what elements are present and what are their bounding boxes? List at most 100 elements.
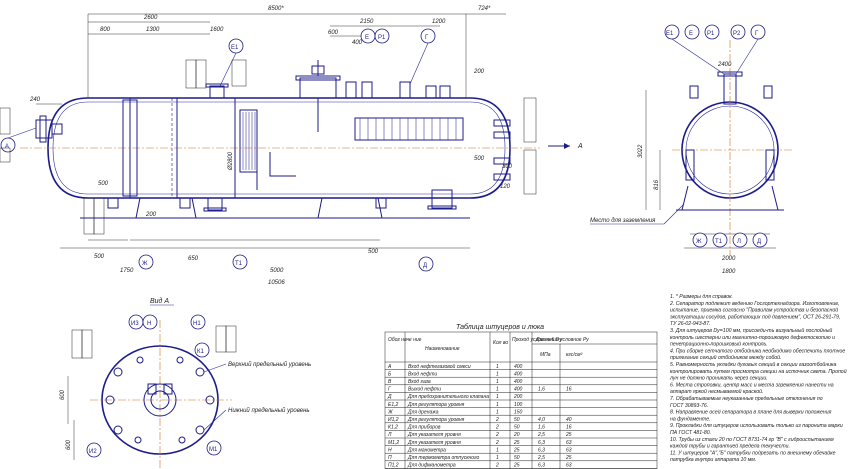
note-line: аппарат яркой несмываемой краской.	[670, 388, 763, 395]
table-cell: М1,2	[388, 440, 399, 446]
table-cell: 2	[495, 425, 499, 431]
table-cell: А	[387, 364, 392, 370]
side-bubble-e: Е	[689, 31, 693, 37]
dim-1300: 1300	[146, 27, 160, 33]
table-cell: 50	[514, 455, 520, 461]
note-line: прилегание секций отбойников между собой…	[670, 354, 782, 361]
table-cell: 2	[495, 463, 499, 469]
level-high: Верхний предельный уровень	[228, 361, 311, 368]
note-line: испытание, приемка согласно "Правилам ус…	[670, 307, 838, 314]
table-cell: Н	[388, 447, 392, 453]
table-cell: Д	[387, 394, 392, 400]
table-cell: Вход нефтегазовой смеси	[408, 363, 471, 370]
side-bubble-d: Д	[757, 239, 761, 245]
dim-600: 600	[328, 30, 339, 36]
table-cell: 150	[514, 409, 523, 415]
table-cell: Для приборов	[407, 425, 441, 431]
bubble-g: Г	[425, 35, 429, 41]
table-cell: И1,2	[388, 417, 399, 423]
table-cell: 400	[514, 379, 523, 385]
table-cell: П	[388, 455, 392, 461]
dim-1750: 1750	[120, 268, 134, 274]
side-bubble-e1: Е1	[666, 31, 674, 37]
table-cell: Вход нефти	[408, 371, 437, 377]
table-cell: Для предохранительного клапана	[407, 394, 489, 400]
dim-200: 200	[473, 69, 485, 75]
bubble-t1: Т1	[235, 261, 243, 267]
table-cell: 25	[513, 463, 520, 469]
note-line: ПА ГОСТ 481-80.	[670, 430, 711, 436]
table-cell: 16	[566, 425, 572, 431]
side-dim-2400: 2400	[717, 62, 732, 68]
table-cell: 2,5	[537, 432, 545, 438]
vessel-side-view: 2400 1800 2000 3022 816 Е1 Е Р1 Р2 Г Ж Т…	[590, 24, 792, 275]
table-cell: 1	[496, 447, 499, 453]
table-cell: 400	[514, 387, 523, 393]
note-line: эксплуатации сосудов, работающих под дав…	[670, 314, 840, 320]
dim-overall: 8500*	[268, 6, 284, 12]
th-qty: Кол во	[493, 340, 508, 346]
table-cell: 400	[514, 364, 523, 370]
note-line: 10. Трубы из стали 20 по ГОСТ 8731-74 гр…	[670, 437, 834, 443]
dimensions-front: 8500* 724* 2600 800 1300 1600 2150 1200 …	[29, 6, 513, 286]
technical-notes: 1. * Размеры для справок.2. Сепаратор по…	[669, 294, 847, 463]
view-a-label: Вид А	[150, 297, 169, 305]
th-py: Давление условное Py	[535, 337, 589, 343]
side-bubble-g: Г	[755, 31, 759, 37]
table-cell: 1	[496, 402, 499, 408]
table-cell: Для дифманометра	[407, 463, 456, 469]
table-cell: 63	[566, 463, 572, 469]
note-line: контролировать путем просмотра секции на…	[670, 368, 847, 375]
note-line: патрубка внутри аппарата 10 мм.	[670, 457, 756, 463]
side-bubble-r2: Р2	[733, 31, 741, 37]
note-line: каждой трубы и гарантией предела текучес…	[670, 443, 790, 450]
side-dim-1800: 1800	[722, 269, 736, 275]
side-dim-3022: 3022	[638, 144, 644, 158]
table-cell: 2	[495, 432, 499, 438]
note-line: 6. Места строповки, центр масс и места з…	[670, 382, 834, 388]
table-cell: 6,3	[538, 447, 545, 453]
note-line: 4. При сборке сетчатого отбойника необхо…	[670, 347, 845, 354]
table-cell: Выход нефти	[408, 387, 441, 393]
table-cell: Для термометра отпускного	[407, 455, 479, 461]
note-line: ТУ 26-02-943-87.	[670, 321, 711, 327]
table-cell: 1	[496, 455, 499, 461]
table-cell: 6,3	[538, 463, 545, 469]
table-cell: 1	[496, 371, 499, 377]
table-cell: 63	[566, 447, 572, 453]
table-cell: 16	[566, 387, 572, 393]
table-title: Таблица штуцеров и люка	[456, 323, 544, 331]
table-cell: 6,3	[538, 440, 545, 446]
view-a-bubble-n: Н	[147, 321, 151, 327]
dim-500d: 500	[368, 249, 379, 255]
table-cell: Л	[387, 432, 392, 438]
view-a: Вид А 600 600 Верхний предельный уровень…	[60, 297, 311, 469]
dim-240: 240	[29, 97, 41, 103]
table-cell: 1	[496, 409, 499, 415]
dim-800: 800	[100, 27, 111, 33]
table-cell: 200	[513, 394, 523, 400]
th-code: Обоз наче ние	[388, 337, 422, 343]
table-cell: Для указателя уровня	[407, 440, 461, 446]
note-line: 1. * Размеры для справок.	[670, 294, 733, 300]
note-line: 5. Равномерность укладки дуговых секций …	[670, 361, 837, 368]
note-line: 7. Обрабатываемые неуказанные предельные…	[670, 396, 823, 402]
dim-diameter: Ø2800	[228, 151, 234, 171]
table-cell: Для указателя уровня	[407, 432, 461, 438]
vessel-shell	[47, 97, 511, 199]
table-cell: 1	[496, 387, 499, 393]
note-line: 2. Сепаратор подлежит ведению Госгортехн…	[669, 301, 840, 307]
side-bubble-r1: Р1	[707, 31, 715, 37]
table-cell: 50	[514, 417, 520, 423]
dim-5000: 5000	[270, 268, 284, 274]
view-arrow: А	[548, 143, 583, 150]
dim-1600: 1600	[210, 27, 224, 33]
table-cell: 4,0	[538, 417, 545, 423]
bubble-d: Д	[423, 263, 427, 269]
dim-1200: 1200	[432, 19, 446, 25]
note-line: 9. Прокладки для штуцеров использовать т…	[670, 423, 843, 429]
table-cell: Для манометра	[407, 447, 446, 453]
ground-label: Место для заземления	[590, 218, 656, 224]
table-cell: Ж	[387, 409, 393, 415]
